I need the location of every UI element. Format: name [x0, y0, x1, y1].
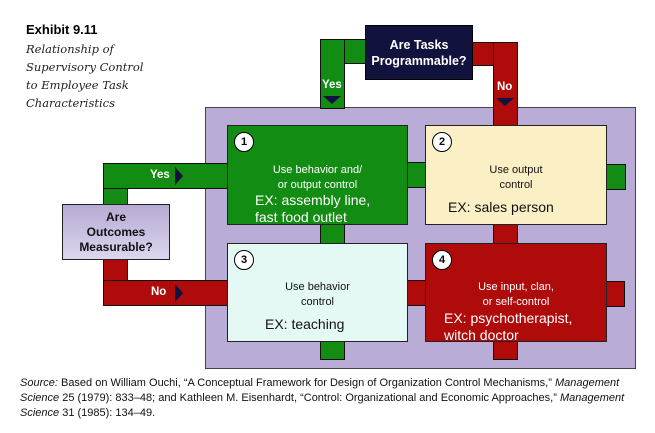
tasks-yes-label: Yes	[322, 79, 342, 91]
question-outcomes-line2: Outcomes	[86, 224, 146, 239]
cell3-bottom-connector	[320, 340, 345, 360]
cell-1-behavior-or-output-control: 1 Use behavior and/ or output control EX…	[227, 125, 408, 225]
cell1-bottom-connector	[320, 223, 345, 245]
cell-3-behavior-control: 3 Use behavior control EX: teaching	[227, 243, 408, 342]
arrow-right-icon	[175, 284, 183, 302]
cell-number-badge: 1	[234, 132, 254, 152]
cell-4-example-line1: EX: psychotherapist,	[444, 310, 573, 326]
source-text-3: 31 (1985): 134–49.	[59, 407, 156, 419]
cell-2-line1: Use output	[489, 164, 543, 176]
cell-4-line1: Use input, clan,	[478, 281, 554, 293]
outcomes-no-connector-horizontal	[103, 280, 230, 306]
cell-2-output-control: 2 Use output control EX: sales person	[425, 125, 607, 225]
cell-2-text: Use output control	[426, 163, 606, 193]
exhibit-title: Relationship of Supervisory Control to E…	[26, 42, 144, 110]
question-tasks-line1: Are Tasks	[389, 37, 449, 52]
exhibit-number: Exhibit 9.11	[26, 22, 98, 37]
cell-4-example: EX: psychotherapist, witch doctor	[444, 310, 572, 344]
cell-2-example: EX: sales person	[448, 199, 554, 216]
arrow-right-icon	[175, 167, 183, 185]
question-outcomes-line1: Are	[105, 209, 126, 224]
cell-1-example-line1: EX: assembly line,	[255, 192, 371, 208]
outcomes-no-label: No	[151, 286, 167, 298]
cell2-right-connector	[605, 164, 626, 190]
cell-4-text: Use input, clan, or self-control	[426, 280, 606, 310]
tasks-no-connector-vertical	[493, 42, 518, 126]
cell-number-badge: 4	[432, 250, 452, 270]
cell-1-line1: Use behavior and/	[272, 164, 363, 176]
cell4-right-connector	[605, 281, 625, 307]
tasks-no-label: No	[497, 81, 513, 93]
cell-4-input-clan-self-control: 4 Use input, clan, or self-control EX: p…	[425, 243, 607, 344]
cell-1-line2: or output control	[277, 179, 358, 191]
cell-1-text: Use behavior and/ or output control	[228, 163, 407, 193]
question-outcomes-measurable: Are Outcomes Measurable?	[62, 204, 170, 260]
question-tasks-line2: Programmable?	[371, 53, 467, 68]
cell-2-example-line1: EX: sales person	[448, 199, 554, 215]
cell-3-line2: control	[300, 296, 335, 308]
source-citation: Source: Based on William Ouchi, “A Conce…	[20, 376, 640, 421]
cell-2-line2: control	[499, 179, 533, 191]
outcomes-yes-label: Yes	[150, 169, 170, 181]
cell-1-example: EX: assembly line, fast food outlet	[255, 192, 370, 226]
source-journal-2: Management Science	[20, 392, 625, 419]
source-journal-1: Management Science	[20, 377, 620, 404]
arrow-down-icon	[323, 96, 341, 104]
source-label: Source:	[20, 377, 58, 389]
arrow-down-icon	[496, 98, 514, 106]
cell2-bottom-connector	[493, 223, 518, 245]
question-tasks-programmable: Are Tasks Programmable?	[365, 25, 473, 80]
cell-3-example: EX: teaching	[265, 316, 344, 333]
source-text-1: Based on William Ouchi, “A Conceptual Fr…	[57, 377, 552, 389]
cell-number-badge: 3	[234, 250, 254, 270]
cell-3-text: Use behavior control	[228, 280, 407, 310]
cell-number-badge: 2	[432, 132, 452, 152]
source-text-2: 25 (1979): 833–48; and Kathleen M. Eisen…	[59, 392, 560, 404]
outcomes-yes-connector-horizontal	[103, 163, 230, 189]
cell-4-line2: or self-control	[482, 296, 550, 308]
cell-3-line1: Use behavior	[285, 281, 350, 293]
cell-3-example-line1: EX: teaching	[265, 316, 345, 332]
question-outcomes-line3: Measurable?	[79, 239, 153, 254]
cell-1-example-line2: fast food outlet	[255, 209, 347, 225]
cell-4-example-line2: witch doctor	[444, 327, 519, 343]
